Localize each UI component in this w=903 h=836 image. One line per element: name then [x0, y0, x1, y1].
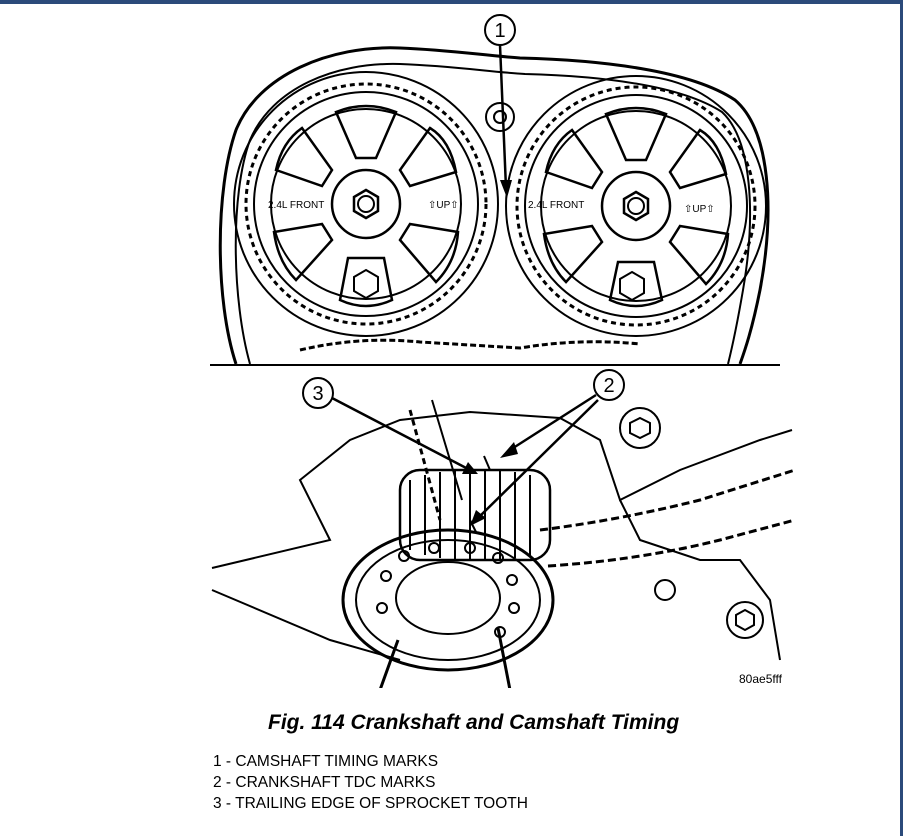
svg-text:3: 3	[312, 383, 323, 405]
window-top-border	[0, 0, 903, 4]
callout-1: 1	[484, 14, 516, 198]
svg-text:2: 2	[603, 375, 614, 397]
legend-item-1: 1 - CAMSHAFT TIMING MARKS	[213, 753, 439, 770]
legend-item-2: 2 - CRANKSHAFT TDC MARKS	[213, 774, 436, 791]
figure-legend: 1 - CAMSHAFT TIMING MARKS 2 - CRANKSHAFT…	[213, 751, 528, 814]
svg-text:1: 1	[494, 20, 505, 42]
left-sprocket-up-label: ⇧UP⇧	[428, 200, 459, 211]
legend-item-3: 3 - TRAILING EDGE OF SPROCKET TOOTH	[213, 795, 528, 812]
left-sprocket-front-label: 2.4L FRONT	[268, 200, 324, 211]
callout-3: 3	[302, 377, 478, 474]
crankshaft-panel	[211, 399, 795, 688]
figure-caption: Fig. 114 Crankshaft and Camshaft Timing	[268, 711, 680, 734]
camshaft-panel	[218, 46, 770, 364]
right-sprocket-up-label: ⇧UP⇧	[684, 204, 715, 215]
timing-diagram: 2.4L FRONT ⇧UP⇧ 2.4L FRONT ⇧UP⇧	[210, 14, 795, 688]
right-sprocket-front-label: 2.4L FRONT	[528, 200, 584, 211]
callout-2: 2	[470, 369, 625, 526]
window-right-border	[900, 0, 903, 836]
figure-reference-code: 80ae5fff	[739, 672, 782, 686]
